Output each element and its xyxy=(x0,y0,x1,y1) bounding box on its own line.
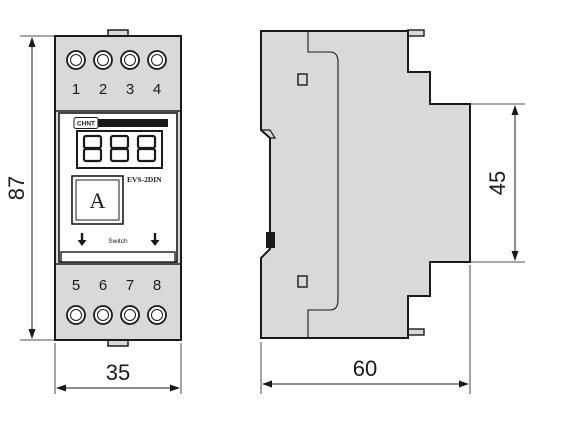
terminal-screw xyxy=(66,305,86,325)
down-arrow-icon xyxy=(77,233,87,246)
terminal-number: 3 xyxy=(126,81,134,98)
down-arrow-icon xyxy=(150,233,160,246)
top-pin xyxy=(407,29,425,37)
brand-text: CHNT xyxy=(77,121,95,128)
front-height-dimension: 45 xyxy=(470,103,525,263)
height-dimension-label: 87 xyxy=(4,176,29,200)
terminal-screw xyxy=(93,305,113,325)
terminal-number: 2 xyxy=(99,81,107,98)
display-digit xyxy=(109,134,130,163)
din-clip xyxy=(266,232,275,248)
terminal-number: 4 xyxy=(153,81,161,98)
side-window xyxy=(297,275,308,288)
terminal-screw xyxy=(120,50,140,70)
terminal-screw xyxy=(120,305,140,325)
width-dimension-label: 35 xyxy=(106,360,130,385)
top-terminal-screws xyxy=(66,50,167,70)
width-dimension: 35 xyxy=(54,343,182,394)
panel-bottom-bar xyxy=(60,251,176,263)
a-button-label: A xyxy=(90,188,106,213)
switch-label: Switch xyxy=(108,238,128,245)
display-digit xyxy=(136,134,157,163)
terminal-number: 8 xyxy=(153,277,161,294)
terminal-number: 5 xyxy=(72,277,80,294)
top-terminal-numbers: 1 2 3 4 xyxy=(72,81,161,98)
seven-segment-digits xyxy=(82,134,157,163)
brand-logo xyxy=(73,117,99,129)
model-label: EVS-2DIN xyxy=(127,175,162,184)
terminal-screw xyxy=(66,50,86,70)
terminal-screw xyxy=(147,305,167,325)
front-view: 1 2 3 4 CHNT xyxy=(54,29,182,347)
terminal-number: 6 xyxy=(99,277,107,294)
terminal-number: 7 xyxy=(126,277,134,294)
terminal-screw xyxy=(147,50,167,70)
bottom-pin xyxy=(407,328,425,336)
side-view xyxy=(260,29,471,339)
front-height-dimension-label: 45 xyxy=(485,171,510,195)
bottom-terminal-numbers: 5 6 7 8 xyxy=(72,277,161,294)
side-housing xyxy=(260,30,471,339)
depth-dimension: 60 xyxy=(260,265,471,394)
side-window xyxy=(297,73,308,86)
height-dimension: 87 xyxy=(4,35,55,341)
display-digit xyxy=(82,134,103,163)
terminal-screw xyxy=(93,50,113,70)
terminal-number: 1 xyxy=(72,81,80,98)
inner-contour xyxy=(307,31,339,338)
brand-strip xyxy=(78,119,168,127)
bottom-terminal-screws xyxy=(66,305,167,325)
a-button[interactable] xyxy=(71,175,124,225)
depth-dimension-label: 60 xyxy=(353,356,377,381)
